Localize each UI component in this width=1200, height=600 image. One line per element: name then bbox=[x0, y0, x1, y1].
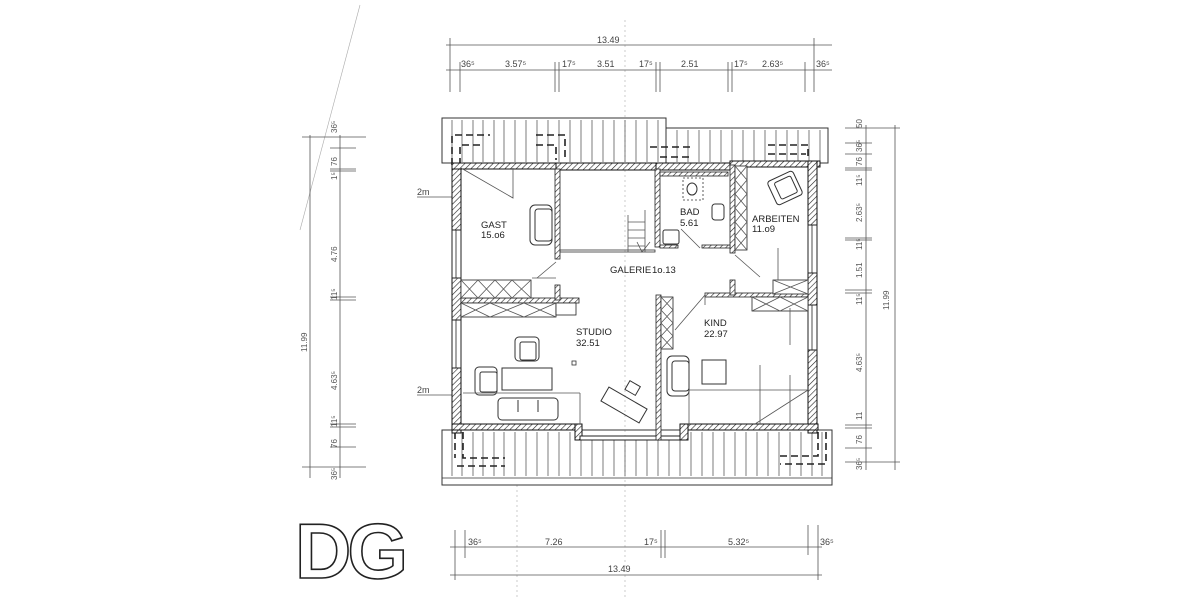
svg-text:1.51: 1.51 bbox=[855, 262, 864, 278]
bottom-total-dimension: 13.49 bbox=[608, 564, 631, 574]
svg-text:11: 11 bbox=[855, 411, 864, 420]
svg-text:76: 76 bbox=[330, 157, 339, 166]
svg-text:36⁵: 36⁵ bbox=[461, 59, 475, 69]
svg-text:11⁵: 11⁵ bbox=[855, 293, 864, 305]
room-studio-area: 32.51 bbox=[576, 338, 600, 349]
right-dimension-line: 11.99 50 36⁵ 76 11⁵ 2.63⁵ 11⁵ 1.51 11⁵ 4… bbox=[845, 119, 900, 470]
left-total-dimension: 11.99 bbox=[300, 332, 309, 352]
svg-text:11⁵: 11⁵ bbox=[855, 238, 864, 250]
svg-text:4.76: 4.76 bbox=[330, 246, 339, 262]
svg-text:36⁵: 36⁵ bbox=[820, 537, 834, 547]
svg-text:76: 76 bbox=[330, 439, 339, 448]
svg-text:76: 76 bbox=[855, 435, 864, 444]
svg-text:2.63⁵: 2.63⁵ bbox=[855, 203, 864, 222]
top-dimension-line: 13.49 36⁵ 3.57⁵ 17⁵ 3.51 17⁵ 2.51 17⁵ 2.… bbox=[446, 35, 832, 92]
room-gast-name: GAST bbox=[481, 220, 507, 231]
svg-text:36⁵: 36⁵ bbox=[816, 59, 830, 69]
svg-text:36⁵: 36⁵ bbox=[468, 537, 482, 547]
room-galerie-name: GALERIE bbox=[610, 265, 651, 276]
svg-text:17⁵: 17⁵ bbox=[734, 59, 748, 69]
svg-text:36⁵: 36⁵ bbox=[855, 458, 864, 470]
svg-text:7.26: 7.26 bbox=[545, 537, 563, 547]
svg-text:36⁵: 36⁵ bbox=[855, 140, 864, 152]
roof-overhang-top bbox=[441, 117, 829, 165]
svg-text:2m: 2m bbox=[417, 187, 430, 197]
furniture bbox=[463, 170, 808, 424]
svg-text:2m: 2m bbox=[417, 385, 430, 395]
stairs-and-doors bbox=[460, 167, 809, 425]
height-marks: 2m 2m bbox=[417, 187, 452, 396]
svg-text:4.63⁵: 4.63⁵ bbox=[330, 371, 339, 390]
exterior-walls bbox=[451, 160, 821, 441]
room-studio-name: STUDIO bbox=[576, 327, 612, 338]
room-arbeiten-area: 11.o9 bbox=[752, 224, 775, 235]
svg-text:36⁵: 36⁵ bbox=[330, 468, 339, 480]
room-bad-name: BAD bbox=[680, 207, 700, 218]
bottom-dimension-line: 36⁵ 7.26 17⁵ 5.32⁵ 36⁵ 13.49 bbox=[450, 525, 834, 580]
svg-text:76: 76 bbox=[855, 157, 864, 166]
room-kind-name: KIND bbox=[704, 318, 727, 329]
right-total-dimension: 11.99 bbox=[882, 290, 891, 310]
svg-text:5.32⁵: 5.32⁵ bbox=[728, 537, 750, 547]
top-total-dimension: 13.49 bbox=[597, 35, 620, 45]
floor-label-dg: DG bbox=[295, 507, 404, 595]
room-kind-area: 22.97 bbox=[704, 329, 728, 340]
svg-text:1⁵: 1⁵ bbox=[330, 172, 339, 180]
svg-text:11⁵: 11⁵ bbox=[330, 415, 339, 427]
svg-text:3.51: 3.51 bbox=[597, 59, 615, 69]
room-galerie-area: 1o.13 bbox=[652, 265, 676, 276]
svg-text:2.51: 2.51 bbox=[681, 59, 699, 69]
room-labels: GAST 15.o6 BAD 5.61 ARBEITEN 11.o9 GALER… bbox=[481, 207, 800, 349]
svg-text:3.57⁵: 3.57⁵ bbox=[505, 59, 527, 69]
interior-walls bbox=[460, 164, 809, 441]
svg-text:17⁵: 17⁵ bbox=[644, 537, 658, 547]
room-arbeiten-name: ARBEITEN bbox=[752, 214, 800, 225]
roof-overhang-bottom bbox=[441, 429, 833, 486]
svg-text:50: 50 bbox=[855, 119, 864, 128]
svg-text:11⁵: 11⁵ bbox=[855, 174, 864, 186]
svg-text:11⁵: 11⁵ bbox=[330, 288, 339, 300]
room-gast-area: 15.o6 bbox=[481, 230, 505, 241]
left-dimension-line: 11.99 36⁵ 76 1⁵ 4.76 11⁵ 4.63⁵ 11⁵ 76 36… bbox=[300, 121, 366, 480]
windows bbox=[451, 224, 818, 369]
svg-text:17⁵: 17⁵ bbox=[562, 59, 576, 69]
svg-text:4.63⁵: 4.63⁵ bbox=[855, 353, 864, 372]
svg-text:2.63⁵: 2.63⁵ bbox=[762, 59, 784, 69]
svg-text:36⁵: 36⁵ bbox=[330, 121, 339, 133]
room-bad-area: 5.61 bbox=[680, 218, 699, 229]
svg-text:17⁵: 17⁵ bbox=[639, 59, 653, 69]
